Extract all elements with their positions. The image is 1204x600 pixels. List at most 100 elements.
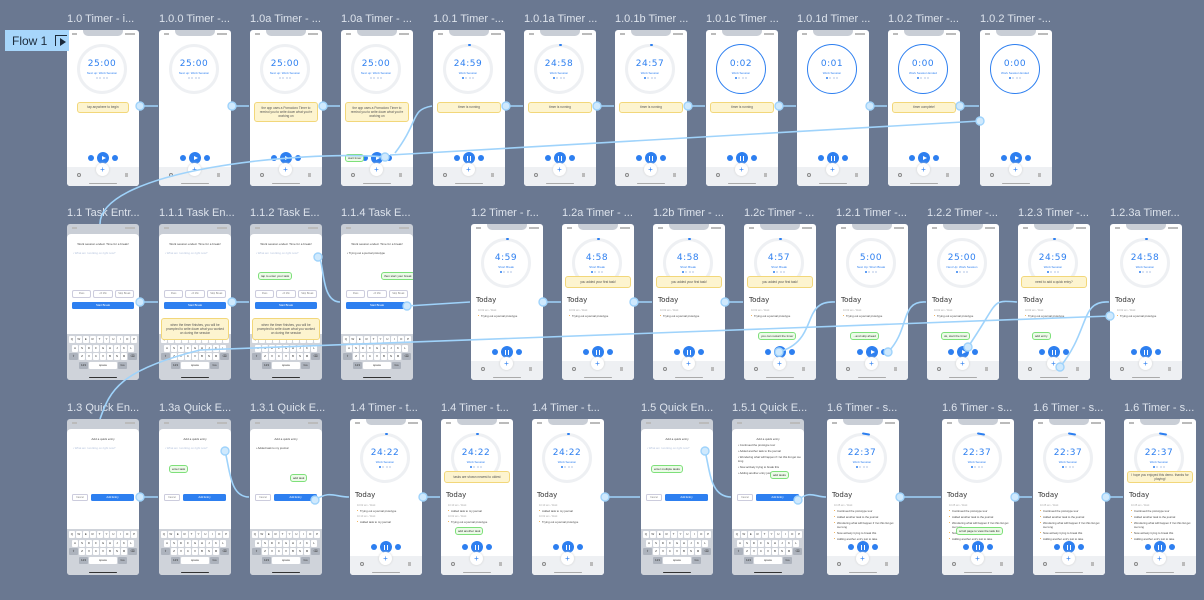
- frame-title[interactable]: 1.4 Timer - t...: [350, 402, 418, 414]
- key-v[interactable]: V: [283, 353, 289, 360]
- key-q[interactable]: Q: [68, 531, 75, 538]
- list-item[interactable]: Added task to my journal: [539, 509, 600, 513]
- key-z[interactable]: Z: [79, 353, 85, 360]
- key-y[interactable]: Y: [768, 531, 775, 538]
- key-g[interactable]: G: [674, 539, 680, 547]
- key-m[interactable]: M: [121, 353, 127, 360]
- option-button[interactable]: +5 Min: [185, 290, 205, 298]
- frame-title[interactable]: 1.6 Timer - s...: [942, 402, 1013, 414]
- key-u[interactable]: U: [110, 336, 117, 343]
- key-space[interactable]: space: [89, 556, 117, 564]
- key-v[interactable]: V: [100, 548, 106, 555]
- list-icon[interactable]: [408, 562, 411, 566]
- key-w[interactable]: W: [167, 531, 174, 538]
- skip-icon[interactable]: [386, 155, 392, 161]
- list-item[interactable]: Added another task to the journal: [834, 515, 895, 519]
- key-e[interactable]: E: [82, 336, 89, 343]
- rewind-icon[interactable]: [271, 155, 277, 161]
- key-123[interactable]: 123: [653, 556, 662, 564]
- key-l[interactable]: L: [220, 344, 226, 352]
- key-x[interactable]: X: [751, 548, 757, 555]
- add-entry-button[interactable]: +: [1062, 552, 1075, 565]
- history-icon[interactable]: [351, 173, 355, 177]
- option-button[interactable]: Skip Break: [388, 290, 408, 298]
- key-g[interactable]: G: [283, 344, 289, 352]
- add-entry-button[interactable]: +: [1047, 357, 1060, 370]
- key-i[interactable]: I: [300, 531, 307, 538]
- key-n[interactable]: N: [297, 548, 303, 555]
- list-icon[interactable]: [802, 367, 805, 371]
- list-icon[interactable]: [217, 173, 220, 177]
- history-icon[interactable]: [990, 173, 994, 177]
- key-l[interactable]: L: [311, 539, 317, 547]
- list-item[interactable]: Wondering what will happen if I let this…: [1131, 521, 1192, 529]
- list-item[interactable]: Now actively trying to break this: [834, 531, 895, 535]
- rewind-icon[interactable]: [545, 155, 551, 161]
- key-123[interactable]: 123: [353, 361, 362, 369]
- present-icon[interactable]: [55, 35, 68, 46]
- frame-title[interactable]: 1.2.2 Timer -...: [927, 207, 998, 219]
- key-r[interactable]: R: [181, 531, 188, 538]
- key-t[interactable]: T: [96, 531, 103, 538]
- add-entry-button[interactable]: +: [956, 357, 969, 370]
- key-c[interactable]: C: [93, 353, 99, 360]
- key-p[interactable]: P: [405, 336, 412, 343]
- history-icon[interactable]: [1134, 562, 1138, 566]
- task-input[interactable]: • What am I working on right now?: [647, 446, 690, 451]
- add-entry-button[interactable]: Add Entry: [274, 494, 317, 501]
- key-u[interactable]: U: [110, 531, 117, 538]
- key-x[interactable]: X: [660, 548, 666, 555]
- key-go[interactable]: Go: [210, 361, 219, 369]
- key-b[interactable]: B: [772, 548, 778, 555]
- key-v[interactable]: V: [192, 353, 198, 360]
- skip-icon[interactable]: [478, 155, 484, 161]
- history-icon[interactable]: [542, 562, 546, 566]
- cancel-button[interactable]: Cancel: [72, 494, 88, 501]
- skip-icon[interactable]: [607, 349, 613, 355]
- skip-icon[interactable]: [1169, 544, 1175, 550]
- key-⌫[interactable]: ⌫: [311, 353, 320, 360]
- key-y[interactable]: Y: [286, 531, 293, 538]
- key-h[interactable]: H: [199, 539, 205, 547]
- key-s[interactable]: S: [262, 344, 268, 352]
- key-v[interactable]: V: [192, 548, 198, 555]
- pause-button[interactable]: [857, 541, 869, 553]
- history-icon[interactable]: [169, 173, 173, 177]
- key-q[interactable]: Q: [251, 531, 258, 538]
- key-e[interactable]: E: [265, 531, 272, 538]
- frame-title[interactable]: 1.0.1 Timer -...: [433, 13, 504, 25]
- key-e[interactable]: E: [656, 531, 663, 538]
- list-icon[interactable]: [590, 562, 593, 566]
- key-f[interactable]: F: [667, 539, 673, 547]
- list-item[interactable]: Trying out a journal prototype: [1025, 314, 1086, 318]
- key-w[interactable]: W: [349, 336, 356, 343]
- key-f[interactable]: F: [93, 344, 99, 352]
- list-icon[interactable]: [1038, 173, 1041, 177]
- frame-title[interactable]: 1.5 Quick En...: [641, 402, 714, 414]
- list-item[interactable]: Trying out a journal prototype: [934, 314, 995, 318]
- key-g[interactable]: G: [765, 539, 771, 547]
- key-i[interactable]: I: [691, 531, 698, 538]
- key-⇧[interactable]: ⇧: [734, 548, 743, 555]
- history-icon[interactable]: [625, 173, 629, 177]
- key-⌫[interactable]: ⌫: [220, 548, 229, 555]
- frame-title[interactable]: 1.4 Timer - t...: [441, 402, 509, 414]
- rewind-icon[interactable]: [180, 155, 186, 161]
- key-k[interactable]: K: [213, 344, 219, 352]
- key-e[interactable]: E: [82, 531, 89, 538]
- key-y[interactable]: Y: [195, 531, 202, 538]
- skip-icon[interactable]: [789, 349, 795, 355]
- key-b[interactable]: B: [681, 548, 687, 555]
- key-j[interactable]: J: [688, 539, 694, 547]
- key-l[interactable]: L: [311, 344, 317, 352]
- add-entry-button[interactable]: +: [682, 357, 695, 370]
- key-f[interactable]: F: [276, 539, 282, 547]
- key-b[interactable]: B: [107, 353, 113, 360]
- key-p[interactable]: P: [705, 531, 712, 538]
- pause-button[interactable]: [380, 541, 392, 553]
